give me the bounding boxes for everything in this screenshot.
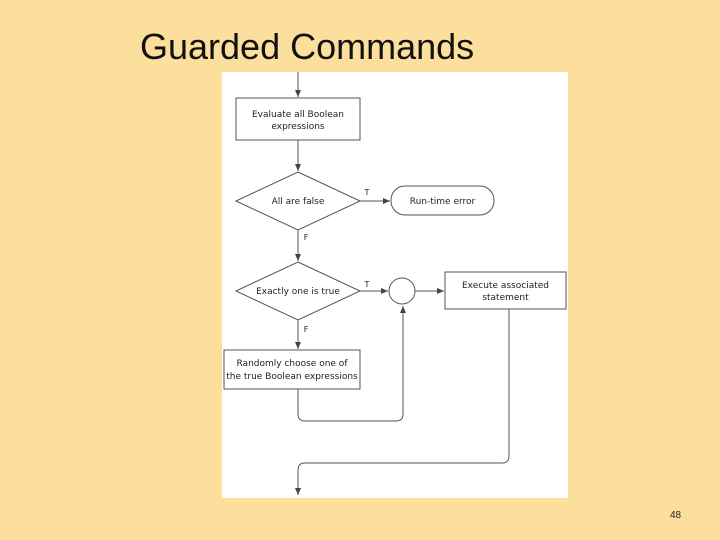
execute-box-line1: Execute associated <box>462 281 549 291</box>
page-number: 48 <box>670 510 682 521</box>
true-label-2: T <box>364 280 370 289</box>
execute-box-line2: statement <box>482 293 529 303</box>
random-choose-box <box>223 349 361 390</box>
arrow-execute-to-exit <box>295 309 510 495</box>
runtime-error-box <box>390 185 495 216</box>
all-false-label: All are false <box>272 197 325 207</box>
slide-title: Guarded Commands <box>140 26 475 67</box>
merge-circle <box>388 277 416 305</box>
true-label-1: T <box>364 188 370 197</box>
false-label-2: F <box>304 325 309 334</box>
exactly-one-label: Exactly one is true <box>256 287 340 297</box>
random-box-line2: the true Boolean expressions <box>226 372 358 382</box>
evaluate-box-line1: Evaluate all Boolean <box>252 110 344 120</box>
execute-box <box>444 271 567 310</box>
runtime-error-label: Run-time error <box>410 197 476 207</box>
false-label-1: F <box>304 233 309 242</box>
random-box-line1: Randomly choose one of <box>237 359 349 369</box>
evaluate-box-line2: expressions <box>271 122 325 132</box>
arrow-random-to-merge <box>297 306 406 422</box>
